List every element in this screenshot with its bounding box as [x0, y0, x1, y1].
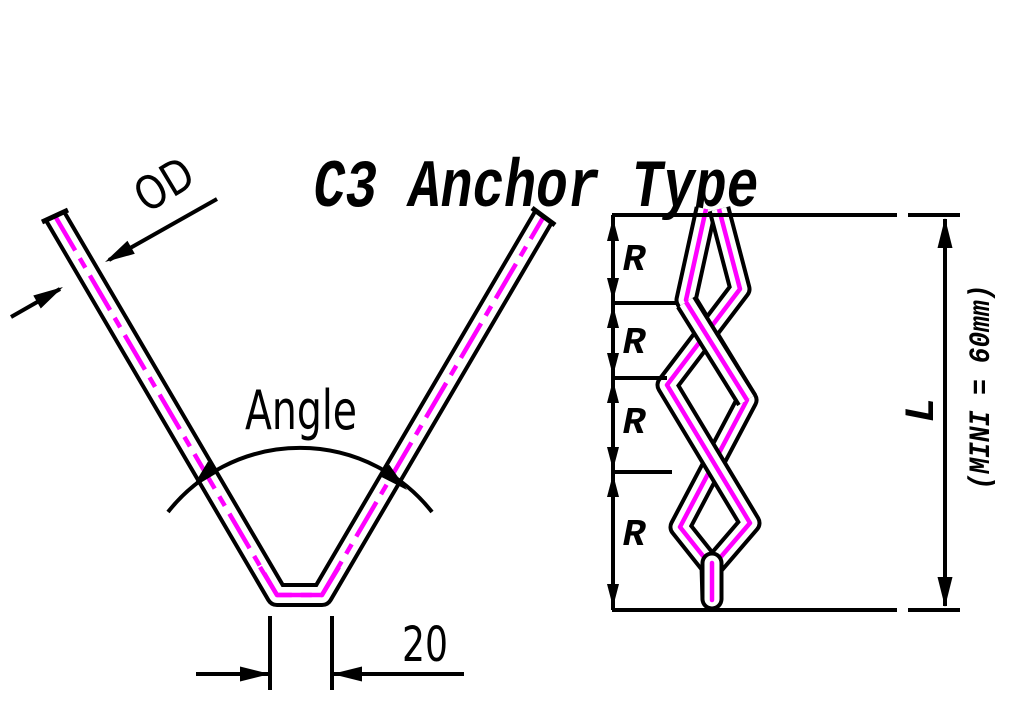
r-label: R: [623, 514, 647, 557]
arrowhead: [937, 577, 953, 607]
arrowhead: [607, 474, 619, 497]
arrowhead: [607, 447, 619, 470]
tube-centerline: [53, 214, 546, 598]
arrowhead: [33, 280, 67, 309]
r-dimension: R R R R: [607, 215, 678, 610]
angle-dimension: Angle: [166, 379, 434, 514]
arrowhead: [607, 278, 619, 301]
twist-weave-patch-centerline: [684, 300, 749, 402]
l-dimension: L (MINI = 60mm): [898, 218, 999, 607]
tube-centerline-bend: [258, 565, 341, 598]
l-label: L: [898, 397, 946, 422]
arrowhead: [607, 353, 619, 376]
front-view: OD Angle 20: [10, 146, 557, 690]
tube-end-cap-right: [530, 205, 557, 228]
l-note: (MINI = 60mm): [965, 285, 999, 490]
angle-label: Angle: [245, 379, 357, 442]
arrowhead: [607, 380, 619, 403]
side-view: R R R R L (MINI = 60mm): [607, 206, 999, 612]
arrowhead: [607, 584, 619, 607]
tube-end-cap-left: [40, 207, 70, 225]
arrowhead: [101, 240, 135, 269]
r-label: R: [623, 402, 647, 445]
arrowhead: [240, 666, 270, 682]
arrowhead: [607, 305, 619, 328]
width-label: 20: [402, 617, 448, 673]
r-label: R: [623, 322, 647, 365]
r-label: R: [623, 239, 647, 282]
od-dimension: OD: [10, 146, 218, 319]
arrowhead: [332, 666, 362, 682]
twist-strand-b-centerline: [664, 208, 753, 568]
arrowhead: [937, 218, 953, 248]
width-dimension: 20: [196, 616, 464, 690]
